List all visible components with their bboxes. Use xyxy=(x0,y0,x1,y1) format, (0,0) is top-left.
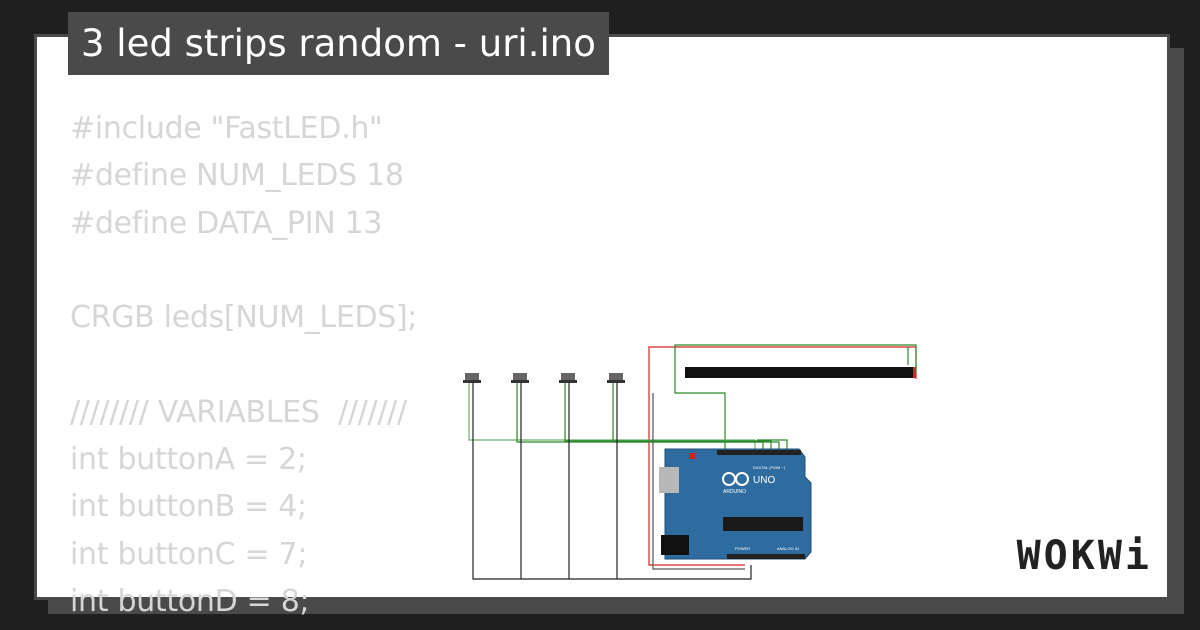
code-line: int buttonD = 8; xyxy=(70,583,310,619)
code-line: int buttonB = 4; xyxy=(70,489,307,525)
svg-text:DIGITAL (PWM ~): DIGITAL (PWM ~) xyxy=(753,465,786,470)
code-preview: #include "FastLED.h" #define NUM_LEDS 18… xyxy=(70,105,418,625)
pushbutton-c xyxy=(559,373,577,383)
led-strip xyxy=(685,367,915,378)
board-model-label: UNO xyxy=(753,475,775,486)
svg-text:POWER: POWER xyxy=(735,546,750,551)
code-line: CRGB leds[NUM_LEDS]; xyxy=(70,300,418,336)
page-title: 3 led strips random - uri.ino xyxy=(68,12,609,75)
circuit-diagram: UNO ARDUINO DIGITAL (PWM ~) POWER ANALOG… xyxy=(463,344,917,580)
code-line: //////// VARIABLES /////// xyxy=(70,394,407,430)
code-line: int buttonA = 2; xyxy=(70,442,307,478)
wokwi-logo: WOKWi xyxy=(1016,533,1152,579)
code-line: int buttonC = 7; xyxy=(70,536,308,572)
pushbutton-b xyxy=(511,373,529,383)
code-line: #include "FastLED.h" xyxy=(70,111,383,146)
preview-card: #include "FastLED.h" #define NUM_LEDS 18… xyxy=(34,34,1170,619)
svg-text:ARDUINO: ARDUINO xyxy=(723,489,746,495)
pushbutton-d xyxy=(607,373,625,383)
arduino-uno-board: UNO ARDUINO DIGITAL (PWM ~) POWER ANALOG… xyxy=(659,448,812,560)
pushbutton-a xyxy=(463,373,481,383)
code-line: #define NUM_LEDS 18 xyxy=(70,158,404,194)
code-line: #define DATA_PIN 13 xyxy=(70,205,383,241)
svg-text:ANALOG IN: ANALOG IN xyxy=(777,546,799,551)
